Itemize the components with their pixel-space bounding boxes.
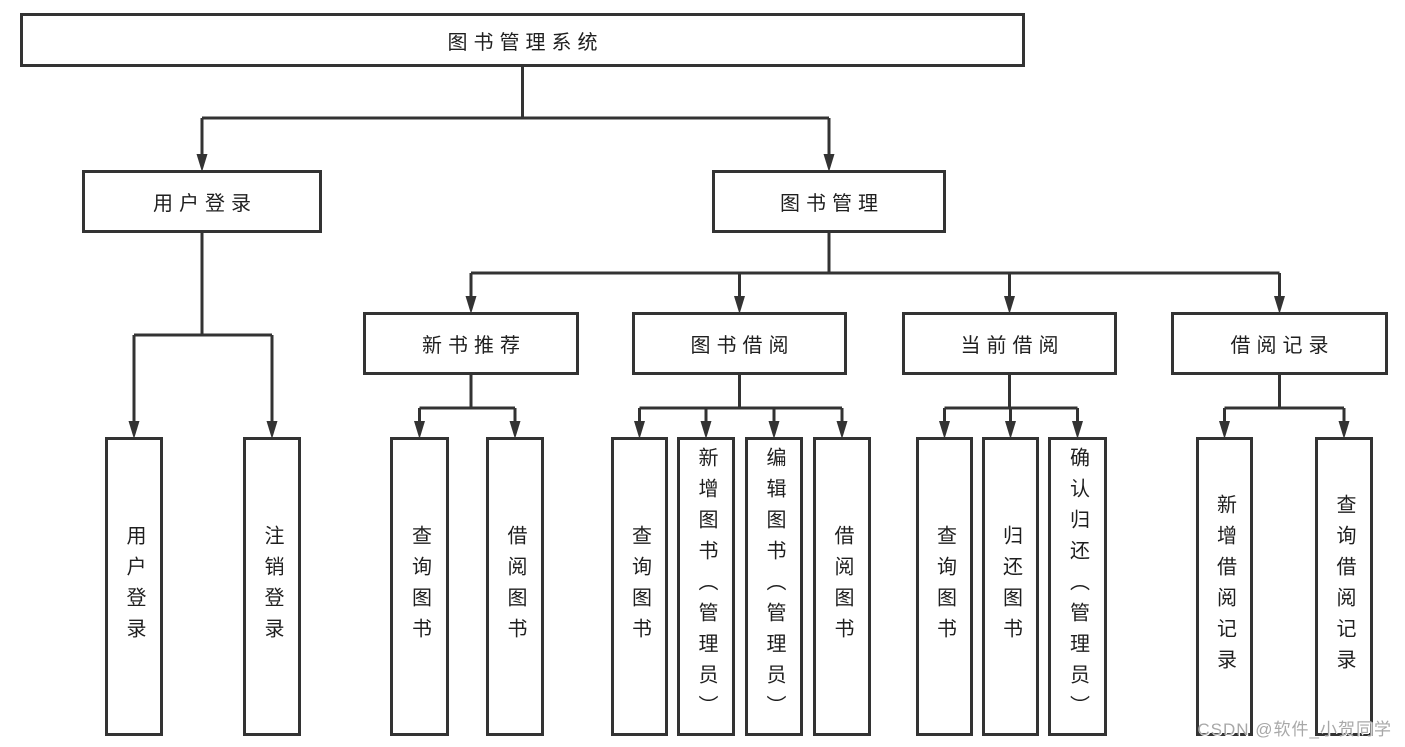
node-label-v-return-book: 归还图书 bbox=[999, 524, 1022, 649]
arrowhead-icon bbox=[196, 154, 208, 172]
node-label-v-borrow-books-2: 借阅图书 bbox=[831, 524, 853, 649]
edge-book-borrow bbox=[638, 375, 844, 423]
node-label-v-query-books-1: 查询图书 bbox=[408, 524, 431, 649]
node-v-user-login: 用户登录 bbox=[105, 437, 163, 736]
arrowhead-icon bbox=[414, 421, 425, 439]
node-label-root: 图书管理系统 bbox=[447, 31, 604, 54]
arrowhead-icon bbox=[1219, 421, 1230, 439]
node-v-add-book: 新增图书（管理员） bbox=[677, 437, 735, 736]
node-label-v-query-books-2: 查询图书 bbox=[628, 524, 651, 649]
node-label-v-borrow-books-1: 借阅图书 bbox=[504, 524, 526, 649]
node-label-book-mgmt: 图书管理 bbox=[780, 193, 884, 215]
node-v-query-books-1: 查询图书 bbox=[390, 437, 449, 736]
node-label-v-query-books-3: 查询图书 bbox=[933, 524, 956, 649]
node-label-v-logout: 注销登录 bbox=[261, 524, 283, 649]
arrowhead-icon bbox=[700, 421, 712, 439]
node-label-v-add-book: 新增图书（管理员） bbox=[695, 447, 717, 726]
edge-current-borrow bbox=[943, 375, 1079, 423]
arrowhead-icon bbox=[768, 421, 780, 439]
arrowhead-icon bbox=[266, 421, 278, 439]
node-v-borrow-books-1: 借阅图书 bbox=[486, 437, 544, 736]
node-book-mgmt: 图书管理 bbox=[712, 170, 946, 233]
node-label-v-query-borrow-record: 查询借阅记录 bbox=[1333, 493, 1355, 680]
arrowhead-icon bbox=[1005, 421, 1016, 439]
edge-book-mgmt bbox=[469, 233, 1281, 298]
node-label-borrow-records: 借阅记录 bbox=[1230, 335, 1335, 357]
arrowhead-icon bbox=[823, 154, 835, 172]
arrowhead-icon bbox=[128, 421, 140, 439]
node-label-new-book-rec: 新书推荐 bbox=[422, 335, 526, 357]
arrowhead-icon bbox=[939, 421, 950, 439]
arrowhead-icon bbox=[1004, 296, 1015, 314]
edge-user-login bbox=[132, 233, 274, 423]
arrowhead-icon bbox=[1274, 296, 1285, 314]
node-book-borrow: 图书借阅 bbox=[632, 312, 847, 375]
node-v-return-book: 归还图书 bbox=[982, 437, 1039, 736]
arrowhead-icon bbox=[1072, 421, 1083, 439]
node-label-book-borrow: 图书借阅 bbox=[690, 335, 795, 357]
watermark: CSDN @软件_小贺同学 bbox=[1197, 720, 1392, 739]
node-v-query-borrow-record: 查询借阅记录 bbox=[1315, 437, 1373, 736]
arrowhead-icon bbox=[1338, 421, 1350, 439]
arrowhead-icon bbox=[734, 296, 745, 314]
arrowhead-icon bbox=[836, 421, 848, 439]
node-current-borrow: 当前借阅 bbox=[902, 312, 1117, 375]
node-v-logout: 注销登录 bbox=[243, 437, 301, 736]
arrowhead-icon bbox=[465, 296, 477, 314]
node-v-add-borrow-record: 新增借阅记录 bbox=[1196, 437, 1253, 736]
edge-borrow-records bbox=[1223, 375, 1346, 423]
node-v-confirm-return: 确认归还（管理员） bbox=[1048, 437, 1107, 736]
node-label-v-add-borrow-record: 新增借阅记录 bbox=[1213, 493, 1236, 680]
edge-root bbox=[200, 67, 831, 156]
node-label-v-confirm-return: 确认归还（管理员） bbox=[1066, 447, 1089, 726]
node-user-login: 用户登录 bbox=[82, 170, 322, 233]
node-root: 图书管理系统 bbox=[20, 13, 1025, 67]
node-v-query-books-3: 查询图书 bbox=[916, 437, 973, 736]
node-label-user-login: 用户登录 bbox=[153, 193, 257, 215]
edge-new-book-rec bbox=[418, 375, 517, 423]
node-label-v-user-login: 用户登录 bbox=[123, 524, 145, 649]
arrowhead-icon bbox=[634, 421, 645, 439]
node-v-query-books-2: 查询图书 bbox=[611, 437, 668, 736]
node-v-borrow-books-2: 借阅图书 bbox=[813, 437, 871, 736]
node-v-edit-book: 编辑图书（管理员） bbox=[745, 437, 803, 736]
arrowhead-icon bbox=[509, 421, 521, 439]
node-label-current-borrow: 当前借阅 bbox=[960, 335, 1065, 357]
node-label-v-edit-book: 编辑图书（管理员） bbox=[763, 447, 785, 726]
node-new-book-rec: 新书推荐 bbox=[363, 312, 579, 375]
node-borrow-records: 借阅记录 bbox=[1171, 312, 1388, 375]
